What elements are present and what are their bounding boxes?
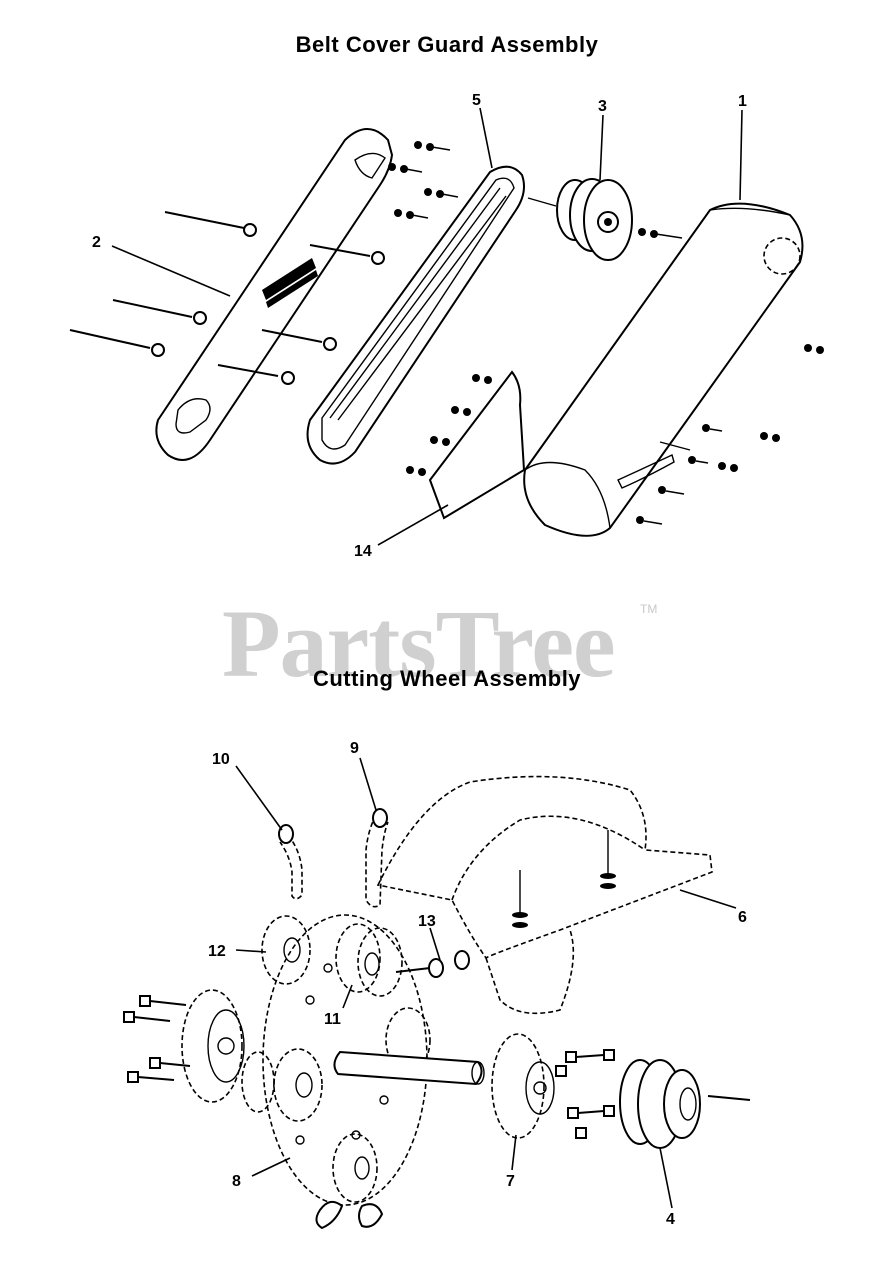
part-1-outer-belt-cover[interactable] <box>523 202 804 537</box>
part-13-housing-bolt[interactable] <box>395 950 470 978</box>
callout-2: 2 <box>92 234 101 251</box>
part-7-right-flange-hub[interactable] <box>491 1033 555 1139</box>
cutting-wheel-title: Cutting Wheel Assembly <box>312 666 582 691</box>
callout-6: 6 <box>738 909 747 926</box>
part-11-cutter[interactable] <box>335 923 403 997</box>
part-5-v-belt[interactable] <box>306 165 525 465</box>
belt-cover-guard-title: Belt Cover Guard Assembly <box>295 32 599 57</box>
callout-10: 10 <box>212 751 230 768</box>
callout-9: 9 <box>350 740 359 757</box>
right-flange-bolts[interactable] <box>555 1049 615 1139</box>
axle-shaft[interactable] <box>333 1050 485 1086</box>
part-14-guard-plate[interactable] <box>406 370 526 520</box>
callout-14: 14 <box>354 543 372 560</box>
part-9-bent-pin[interactable] <box>365 808 389 908</box>
left-flange-hub[interactable] <box>181 989 245 1103</box>
top-callout-leaders <box>111 107 743 546</box>
callout-4: 4 <box>666 1211 675 1228</box>
callout-12: 12 <box>208 943 226 960</box>
part-10-bent-pin[interactable] <box>278 824 303 900</box>
part-6-wheel-guard-housing[interactable] <box>376 775 713 1015</box>
part-4-drive-pulley[interactable] <box>619 1059 751 1149</box>
callout-1: 1 <box>738 93 747 110</box>
lower-cutters[interactable] <box>241 1007 431 1230</box>
part-2-inner-cover-plate[interactable] <box>155 128 394 461</box>
callout-8: 8 <box>232 1173 241 1190</box>
callout-13: 13 <box>418 913 436 930</box>
callout-11: 11 <box>324 1011 341 1028</box>
callout-5: 5 <box>472 92 481 109</box>
callout-7: 7 <box>506 1173 515 1190</box>
partstree-watermark: PartsTree <box>222 590 616 697</box>
part-3-pulley[interactable] <box>527 178 683 261</box>
cover-mounting-bolts[interactable] <box>69 211 385 385</box>
callout-3: 3 <box>598 98 607 115</box>
part-12-cutter[interactable] <box>261 915 311 985</box>
cover-plate-nuts[interactable] <box>388 141 459 219</box>
outer-cover-hardware[interactable] <box>636 344 824 525</box>
left-flange-bolts[interactable] <box>123 995 191 1083</box>
bottom-callout-leaders <box>235 757 737 1209</box>
watermark-trademark: TM <box>640 602 658 616</box>
